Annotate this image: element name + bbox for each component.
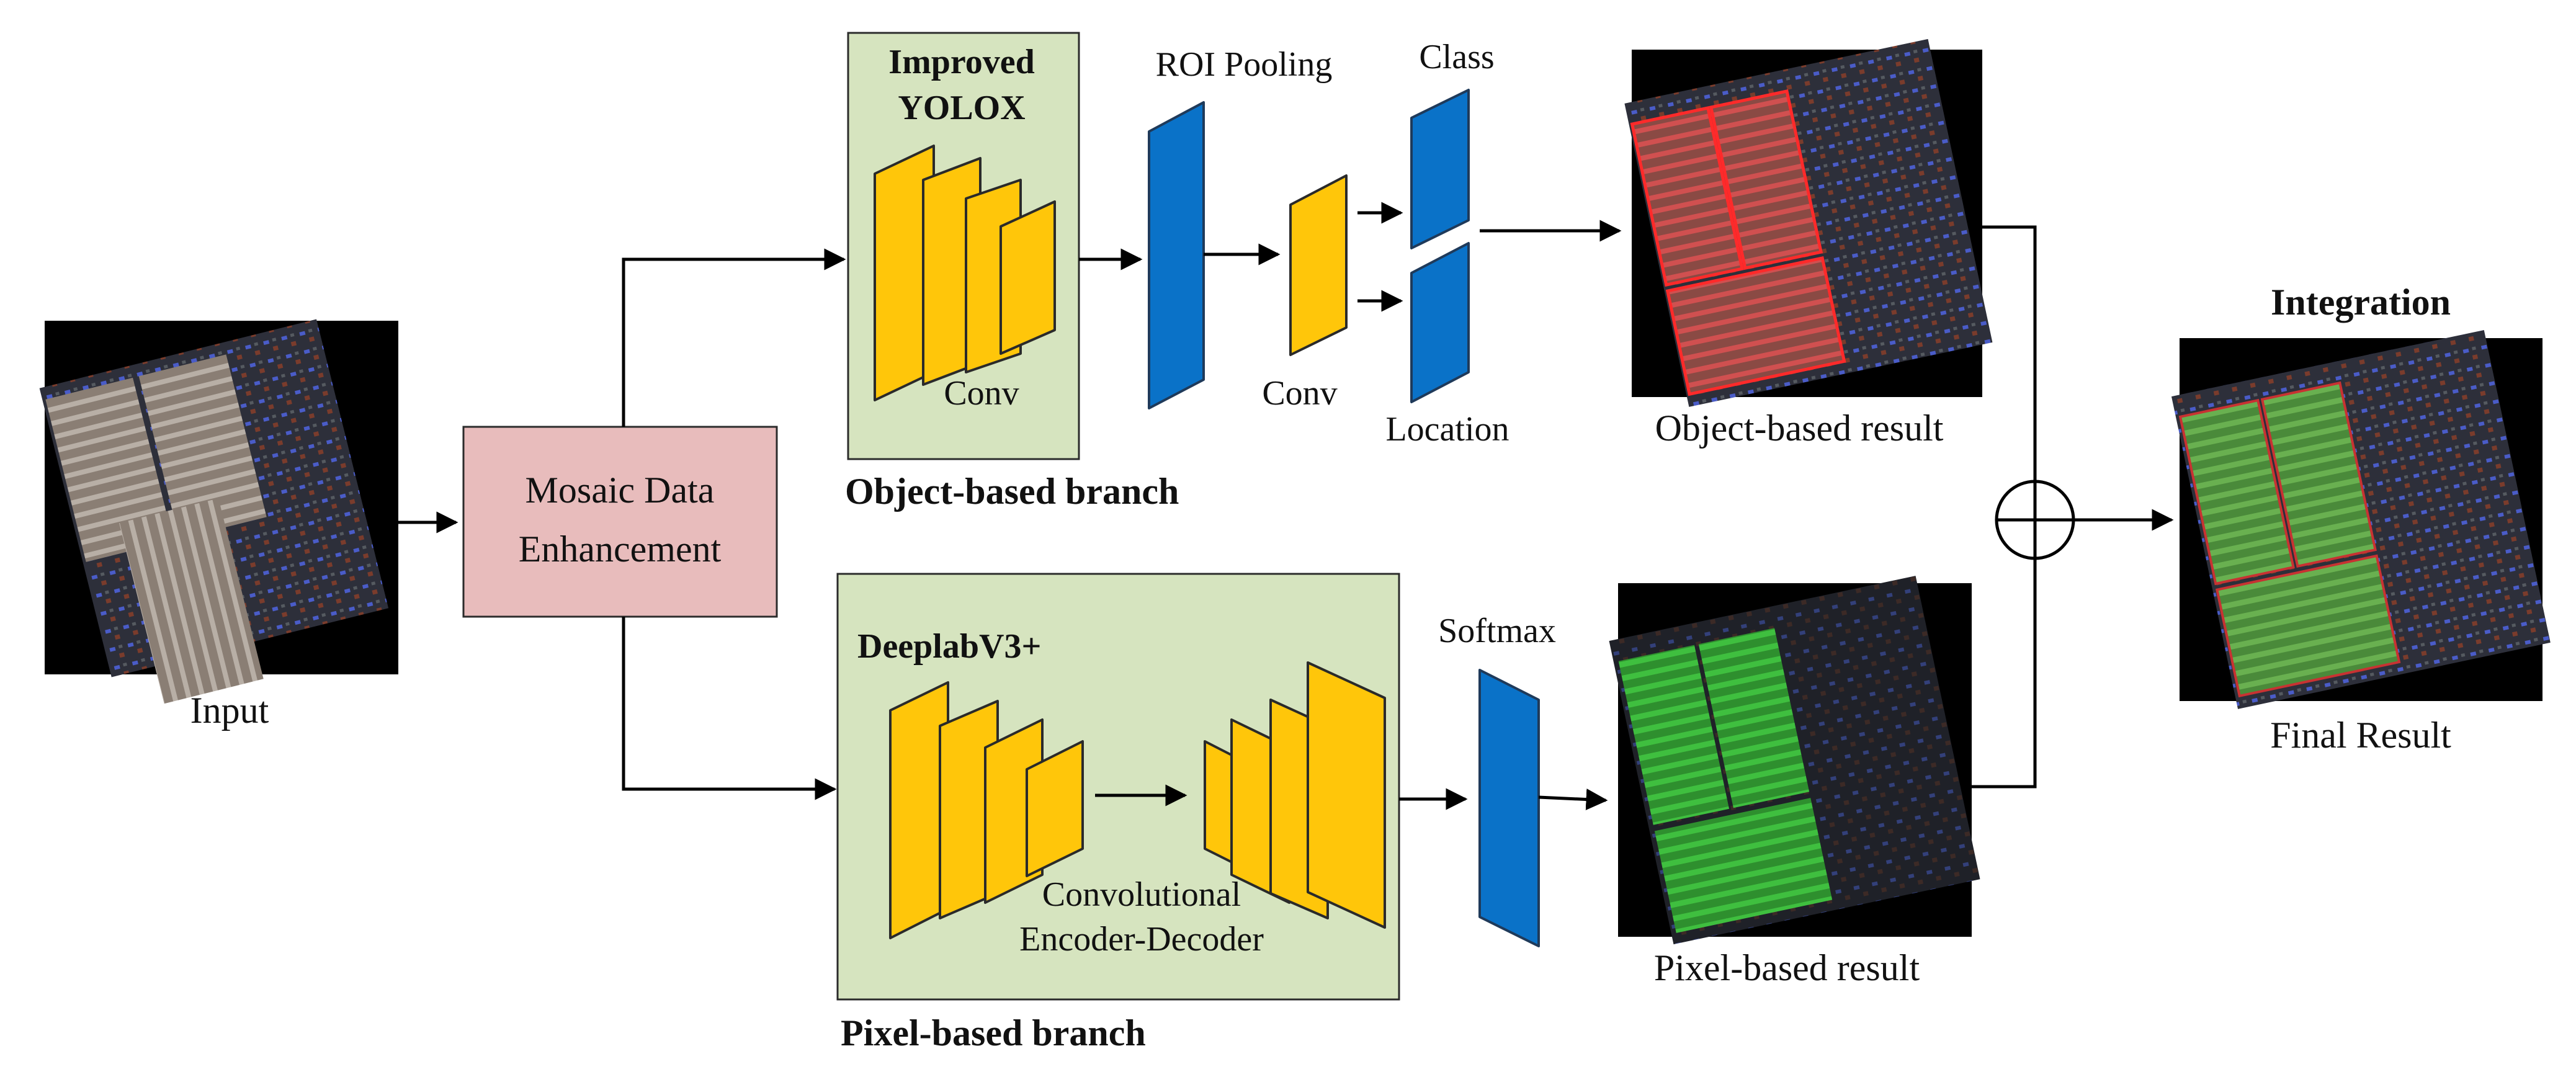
object-branch-title: Object-based branch <box>845 471 1179 512</box>
decoder-feature-maps <box>1204 661 1386 929</box>
yolox-feature-maps <box>874 145 1056 401</box>
roi-pooling-layer <box>1148 101 1205 409</box>
location-head <box>1410 242 1470 403</box>
mosaic-box <box>462 426 778 618</box>
location-label: Location <box>1385 410 1509 449</box>
yolox-title-line1: Improved <box>888 43 1034 81</box>
integration-operator <box>1995 480 2075 560</box>
object-result-image <box>1624 38 1993 407</box>
head-conv-label: Conv <box>1262 374 1337 413</box>
deeplab-title: DeeplabV3+ <box>857 627 1041 666</box>
pixel-branch-title: Pixel-based branch <box>841 1012 1146 1053</box>
softmax-layer <box>1478 669 1540 947</box>
mosaic-label-line1: Mosaic Data <box>525 470 715 511</box>
class-head <box>1410 89 1470 249</box>
pixel-result-label: Pixel-based result <box>1654 947 1920 988</box>
mosaic-label-line2: Enhancement <box>519 529 722 570</box>
input-image <box>39 319 398 704</box>
object-result-label: Object-based result <box>1655 408 1944 449</box>
softmax-to-pixel-result-arrow <box>1538 789 1608 811</box>
roi-pooling-label: ROI Pooling <box>1156 45 1333 84</box>
input-label: Input <box>190 690 269 731</box>
final-result-label: Final Result <box>2270 715 2451 756</box>
final-result-image <box>2171 329 2551 709</box>
pixel-result-image <box>1609 576 1980 945</box>
integration-title: Integration <box>2271 282 2451 323</box>
yolox-conv-label: Conv <box>944 374 1019 413</box>
encoder-feature-maps <box>889 681 1084 939</box>
softmax-label: Softmax <box>1438 612 1556 650</box>
head-conv-layer <box>1289 174 1348 356</box>
mosaic-to-pixel-arrow <box>622 617 837 800</box>
class-label: Class <box>1419 38 1494 76</box>
mosaic-to-object-arrow <box>622 248 846 427</box>
encdec-label-line1: Convolutional <box>1042 875 1241 914</box>
yolox-title-line2: YOLOX <box>898 89 1025 127</box>
encdec-label-line2: Encoder-Decoder <box>1019 920 1264 959</box>
